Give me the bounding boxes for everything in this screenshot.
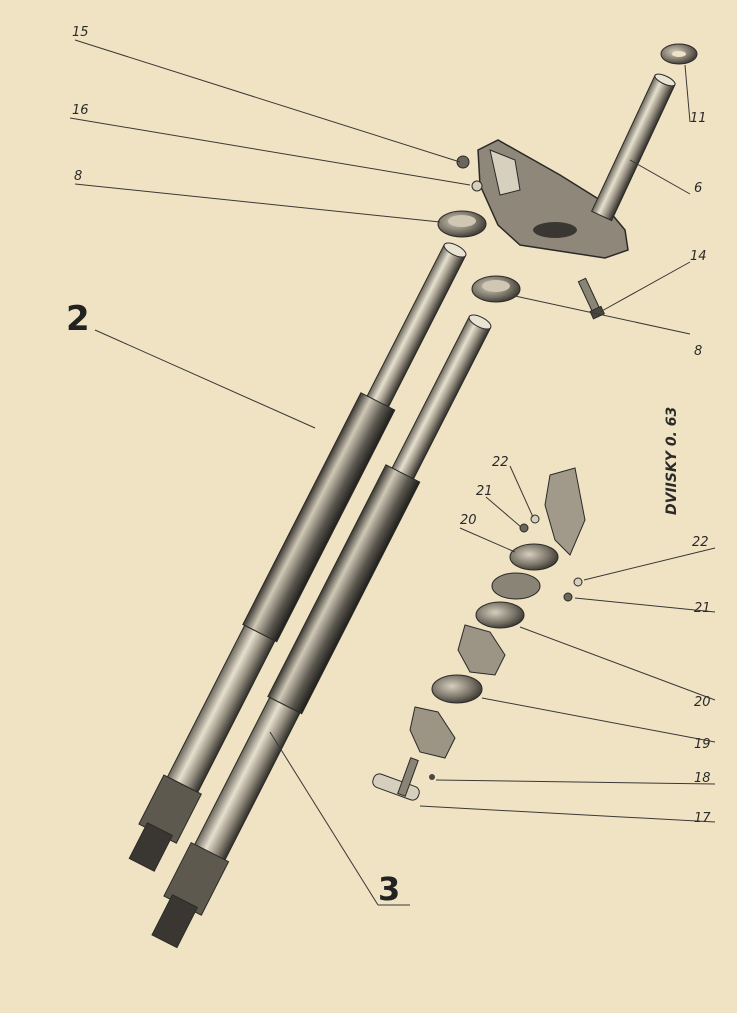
nut-15 [456,155,470,169]
bolt-21b [563,592,573,602]
washer-16 [471,180,483,192]
callout-16: 16 [72,103,89,118]
friction-plate [491,572,541,600]
friction-disc-20-upper [509,543,559,571]
callout-2: 2 [66,299,90,339]
bearing-ring-upper [437,210,487,238]
callout-20-lower: 20 [694,695,711,710]
bolt-21a [519,523,529,533]
callout-19: 19 [694,737,711,752]
artist-signature: DVIISKY 0. 63 [664,407,680,515]
damper-bracket [544,467,586,556]
callout-22-lower: 22 [692,535,709,550]
callout-14: 14 [690,249,707,264]
callout-8-upper: 8 [74,169,82,184]
pin-18 [429,774,435,780]
callout-21-lower: 21 [694,601,711,616]
disc-19 [431,674,483,704]
callout-3: 3 [378,870,400,908]
leader-lines [69,39,716,906]
fork-crown [477,139,629,259]
star-plate-upper [457,624,506,676]
friction-disc-20-lower [475,601,525,629]
callout-20-upper: 20 [460,513,477,528]
fork-leg-right [151,314,492,949]
bearing-ring-lower [471,275,521,303]
callout-18: 18 [694,771,711,786]
fork-leg-left [128,242,467,872]
star-plate-lower [409,706,456,759]
adjuster-knob-17 [372,757,420,801]
steering-stem [590,73,676,222]
washer-22b [573,577,583,587]
callout-22-upper: 22 [492,455,509,470]
callout-15: 15 [72,25,89,40]
callout-8-lower: 8 [694,344,702,359]
callout-6: 6 [694,181,702,196]
bolt-14 [577,277,606,320]
callout-21-upper: 21 [476,484,493,499]
callout-17: 17 [694,811,711,826]
callout-11: 11 [690,111,707,126]
